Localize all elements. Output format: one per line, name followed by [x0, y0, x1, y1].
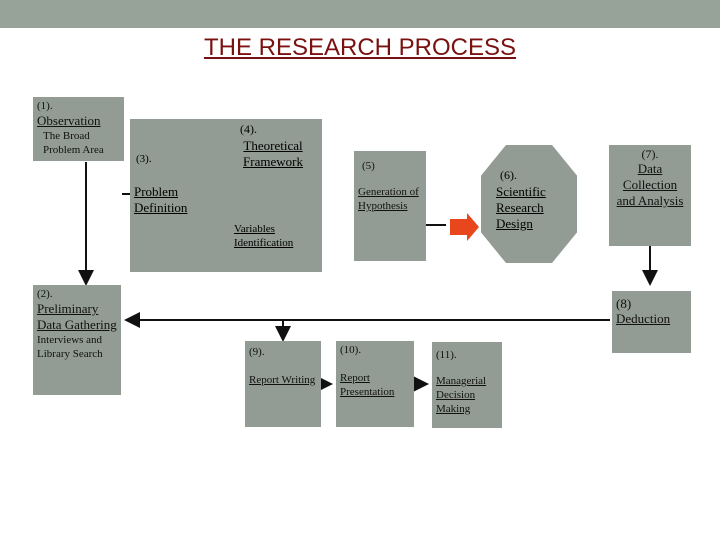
page-title: THE RESEARCH PROCESS: [0, 34, 720, 62]
step-3-num: (3).: [136, 153, 152, 165]
step-1-box: (1). Observation The Broad Problem Area: [33, 97, 124, 161]
step-1-sub: The Broad Problem Area: [43, 130, 104, 156]
step-10-num: (10).: [340, 344, 362, 356]
step-2-sub: Interviews and Library Search: [37, 334, 103, 360]
step-6-num: (6).: [500, 168, 517, 182]
step-11-num: (11).: [436, 349, 457, 361]
step-2-num: (2).: [37, 288, 53, 300]
accent-arrow: [450, 213, 479, 241]
step-11-box: (11). Managerial Decision Making: [432, 342, 502, 428]
step-8-heading: Deduction: [616, 311, 671, 326]
step-6-heading: Scientific Research Design: [496, 184, 546, 231]
step-4-heading: Theoretical Framework: [243, 138, 303, 169]
step-4-num: (4).: [240, 122, 257, 136]
step-5-box: (5) Generation of Hypothesis: [354, 151, 426, 261]
step-4-sub: Variables Identification: [234, 223, 294, 249]
top-bar: [0, 0, 720, 28]
step-7-num: (7).: [641, 147, 659, 161]
step-8-box: (8) Deduction: [612, 291, 691, 353]
step-10-box: (10). Report Presentation: [336, 341, 414, 427]
step-9-box: (9). Report Writing: [245, 341, 321, 427]
step-7-box: (7). Data Collection and Analysis: [609, 145, 691, 246]
step-1-heading: Observation: [37, 113, 101, 128]
step-8-num: (8): [616, 296, 632, 311]
step-3-heading: Problem Definition: [134, 184, 188, 215]
step-6-octagon: [481, 145, 577, 263]
step-5-num: (5): [362, 160, 375, 172]
step-3-4-box: [130, 119, 322, 272]
step-2-box: (2). Preliminary Data Gathering Intervie…: [33, 285, 121, 395]
step-1-num: (1).: [37, 100, 53, 112]
step-11-heading: Managerial Decision Making: [436, 375, 487, 415]
step-9-heading: Report Writing: [249, 374, 316, 386]
step-5-heading: Generation of Hypothesis: [358, 186, 419, 212]
title-text: THE RESEARCH PROCESS: [203, 34, 517, 61]
step-9-num: (9).: [249, 346, 265, 358]
step-10-heading: Report Presentation: [340, 372, 395, 398]
step-7-heading: Data Collection and Analysis: [616, 161, 684, 208]
step-2-heading: Preliminary Data Gathering: [37, 301, 117, 332]
